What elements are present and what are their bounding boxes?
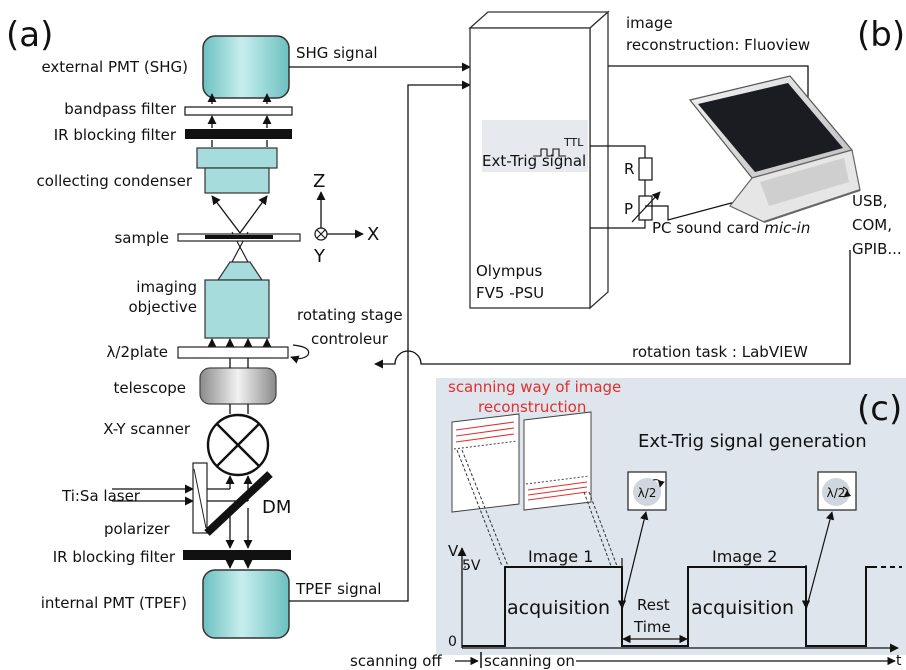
resistor-r-label: R — [624, 160, 634, 178]
tpef-signal-wire — [289, 80, 471, 602]
v-axis-label: V — [448, 542, 459, 560]
zero-label: 0 — [448, 634, 457, 650]
rest-time-label-2: Time — [633, 618, 671, 636]
scanning-on-label: scanning on — [484, 652, 575, 670]
rotation-arrow-icon — [290, 344, 310, 364]
rotating-stage-label-2: controleur — [311, 330, 389, 348]
ttl-waveform — [462, 566, 872, 647]
olympus-label-2: FV5 -PSU — [476, 284, 544, 302]
scanning-way-label-2: reconstruction — [478, 398, 586, 416]
polarizer-label: polarizer — [104, 520, 170, 538]
resistor-r — [638, 157, 653, 181]
image-reconstruction-label-1: image — [626, 14, 673, 32]
ir-blocking-filter-bottom-label: IR blocking filter — [53, 548, 176, 566]
imaging-objective-label-1: imaging — [136, 278, 197, 296]
collecting-condenser-body — [204, 167, 270, 194]
sample-label: sample — [114, 229, 169, 247]
internal-pmt-label: internal PMT (TPEF) — [41, 594, 187, 612]
ir-blocking-filter-top — [185, 129, 292, 139]
rotation-task-label: rotation task : LabVIEW — [632, 343, 808, 361]
image-frame-1 — [451, 413, 520, 513]
laptop-icon — [688, 75, 861, 223]
dichroic-mirror — [204, 471, 273, 536]
ext-trig-label: Ext-Trig signal — [482, 152, 586, 170]
panel-label-a: (a) — [6, 15, 53, 55]
imaging-objective-label-2: objective — [129, 298, 198, 316]
image-frame-2 — [523, 411, 592, 511]
rotating-stage-label-1: rotating stage — [297, 306, 403, 324]
ttl-label: TTL — [563, 136, 584, 149]
scanning-way-label-1: scanning way of image — [448, 378, 621, 396]
half-wave-icon-label-2: λ/2 — [827, 486, 846, 500]
acquisition2-label: acquisition — [691, 597, 794, 619]
ir-blocking-filter-bottom — [183, 550, 291, 560]
ground-wire — [590, 220, 646, 229]
scanning-off-label: scanning off — [350, 652, 442, 670]
olympus-label-1: Olympus — [476, 262, 542, 280]
telescope-label: telescope — [114, 379, 187, 397]
laser-label: Ti:Sa laser — [61, 487, 141, 505]
image2-label: Image 2 — [712, 547, 777, 566]
dm-label: DM — [262, 497, 291, 518]
five-v-label: 5V — [462, 558, 481, 574]
shg-signal-label: SHG signal — [296, 44, 378, 62]
telescope — [199, 367, 277, 405]
olympus-box-side — [589, 10, 609, 310]
ext-trig-box — [482, 120, 588, 172]
ttl-output-wire — [590, 145, 646, 158]
sample — [205, 235, 273, 239]
axis-x-label: X — [367, 224, 379, 245]
half-wave-plate-label: λ/2plate — [107, 343, 168, 361]
panel-label-c: (c) — [857, 389, 902, 429]
half-wave-icon-label-1: λ/2 — [638, 486, 657, 500]
gpib-label: GPIB... — [852, 240, 902, 258]
imaging-objective-tip — [216, 261, 264, 281]
half-wave-plate — [177, 346, 289, 359]
bandpass-filter — [184, 106, 293, 116]
image1-label: Image 1 — [528, 547, 593, 566]
xy-scanner-label: X-Y scanner — [103, 420, 191, 438]
com-label: COM, — [852, 216, 892, 234]
collecting-condenser-label: collecting condenser — [37, 172, 193, 190]
tpef-signal-label: TPEF signal — [295, 580, 381, 598]
sound-card-label: PC sound card mic-in — [652, 219, 810, 237]
bandpass-filter-label: bandpass filter — [64, 100, 177, 118]
t-axis-label: t — [896, 653, 902, 669]
image-reconstruction-label-2: reconstruction: Fluoview — [626, 36, 810, 54]
external-pmt-label: external PMT (SHG) — [41, 58, 188, 76]
ir-blocking-filter-top-label: IR blocking filter — [54, 126, 177, 144]
mic-in-wire — [645, 195, 751, 221]
ext-trig-generation-title: Ext-Trig signal generation — [638, 431, 867, 452]
olympus-box-top — [468, 11, 610, 29]
axis-y-label: Y — [313, 246, 326, 267]
ttl-pulse-icon — [533, 148, 566, 157]
axis-z-label: Z — [313, 171, 325, 192]
imaging-objective — [204, 279, 270, 339]
rotation-task-wire — [374, 250, 851, 369]
usb-label: USB, — [852, 192, 888, 210]
resistor-p-label: P — [624, 200, 633, 218]
external-pmt — [202, 35, 290, 99]
rest-time-label-1: Rest — [637, 596, 670, 614]
panel-label-b: (b) — [857, 15, 905, 55]
internal-pmt — [202, 569, 290, 639]
collecting-condenser — [196, 147, 278, 169]
acquisition1-label: acquisition — [507, 597, 610, 619]
